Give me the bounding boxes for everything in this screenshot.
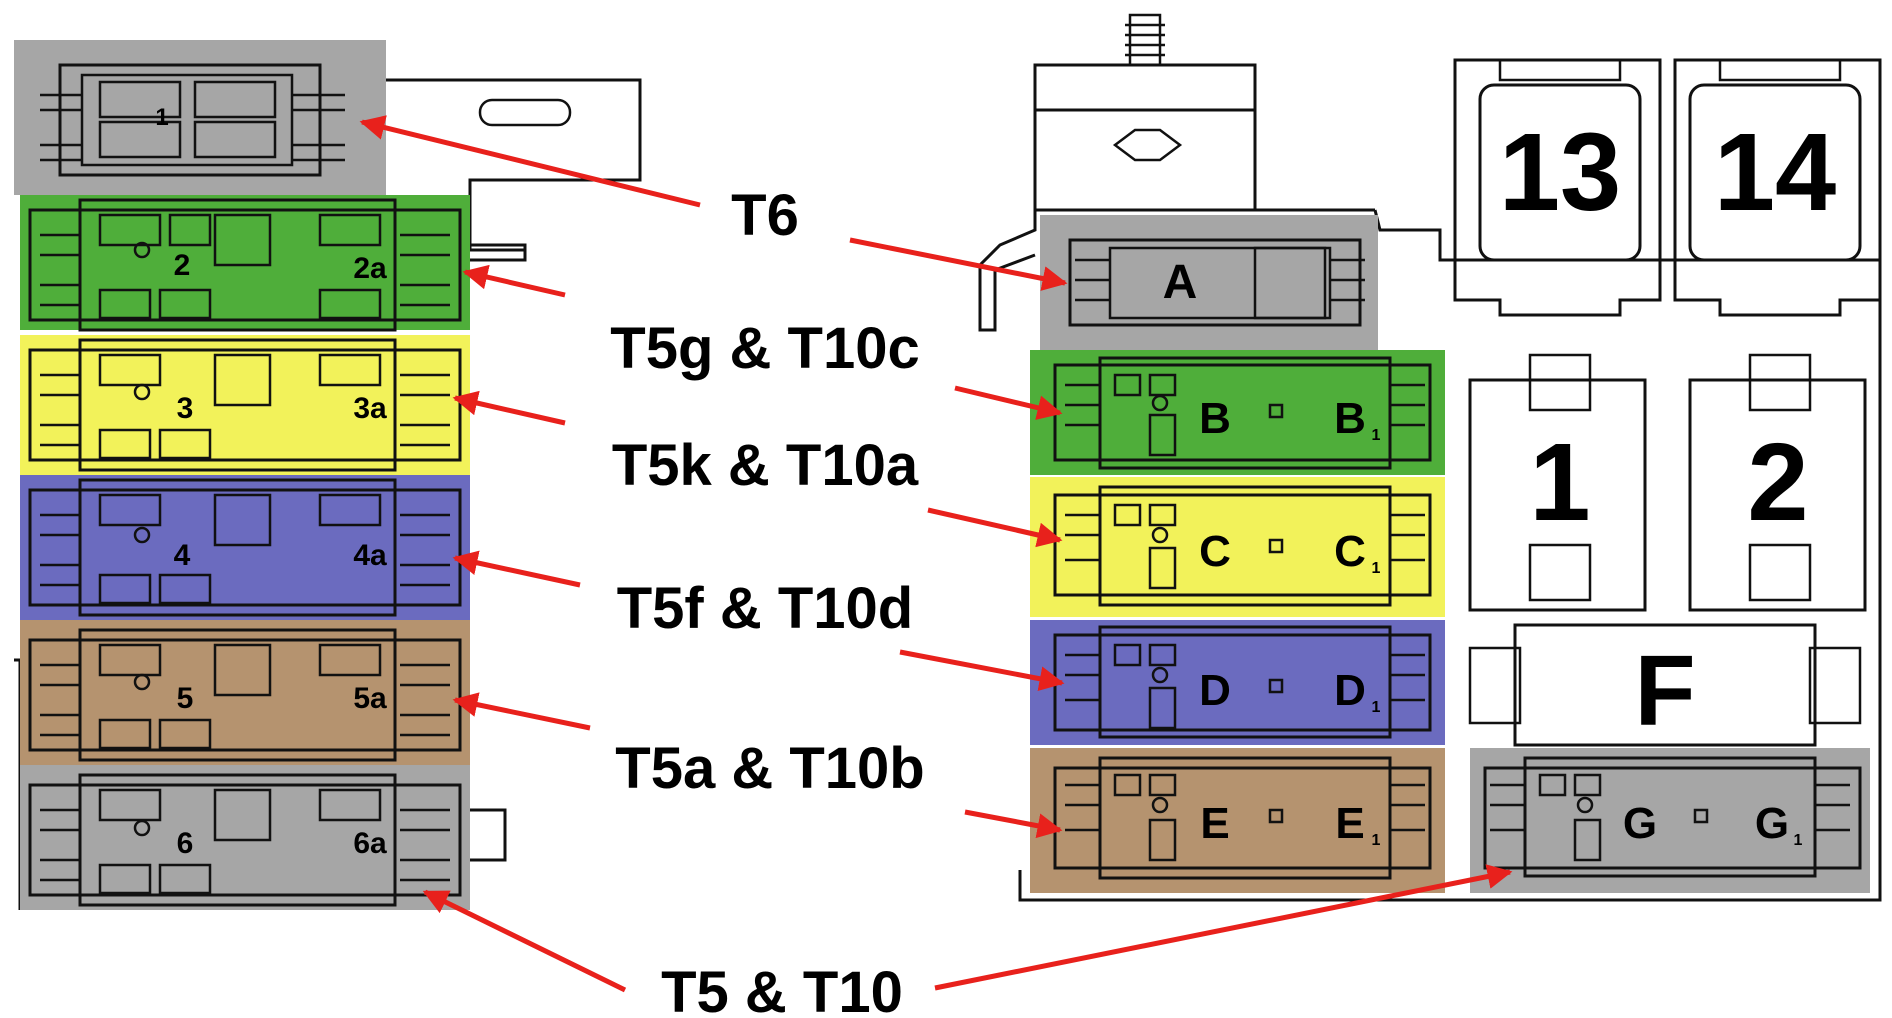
relay-1-label: 1	[1529, 421, 1590, 544]
relay-14-label: 14	[1714, 111, 1836, 234]
left-connector-5-label: 5	[177, 682, 194, 715]
arrow-t5f-t10d-left	[452, 550, 581, 588]
right-panel: 13 14 1 2 F	[978, 13, 1882, 902]
right-connector-g-label: G	[1623, 799, 1657, 848]
right-connector-c-sublabel: C	[1334, 527, 1366, 576]
left-connector-3-sublabel: 3a	[353, 392, 387, 425]
left-connector-5: 5 5a	[20, 620, 470, 765]
right-connector-d-subindex: 1	[1372, 699, 1381, 716]
right-connector-d-label: D	[1199, 666, 1231, 715]
arrow-t5k-t10a-right	[927, 507, 1063, 548]
right-connector-b-sublabel: B	[1334, 394, 1366, 443]
right-connector-b: B B 1	[1030, 350, 1445, 475]
relay-f: F	[1468, 623, 1862, 747]
relay-f-label: F	[1634, 635, 1695, 747]
label-t5g-t10c: T5g & T10c	[610, 316, 919, 381]
left-connector-2: 2 2a	[20, 195, 470, 332]
callout-labels: T6 T5g & T10c T5k & T10a T5f & T10d T5a …	[610, 183, 924, 1018]
left-connector-6-label: 6	[177, 827, 194, 860]
left-connector-4: 4 4a	[20, 475, 470, 620]
relay-2-label: 2	[1747, 421, 1808, 544]
arrow-t5g-t10c-right	[954, 385, 1063, 420]
label-t6: T6	[731, 183, 799, 248]
relay-14: 14	[1673, 58, 1882, 317]
right-connector-g-sublabel: G	[1755, 799, 1789, 848]
left-connector-6-sublabel: 6a	[353, 827, 387, 860]
right-connector-e-sublabel: E	[1335, 799, 1364, 848]
label-t5-t10: T5 & T10	[661, 960, 903, 1018]
right-connector-a-label: A	[1163, 256, 1198, 309]
right-connector-e-label: E	[1200, 799, 1229, 848]
right-connector-d: D D 1	[1030, 620, 1445, 745]
label-t5a-t10b: T5a & T10b	[615, 736, 924, 801]
label-t5f-t10d: T5f & T10d	[617, 576, 914, 641]
right-connector-c: C C 1	[1030, 477, 1445, 617]
right-connector-b-subindex: 1	[1372, 427, 1381, 444]
right-connector-g-subindex: 1	[1794, 832, 1803, 849]
relay-13-label: 13	[1499, 111, 1621, 234]
left-connector-3-label: 3	[177, 392, 194, 425]
right-connector-e-subindex: 1	[1372, 832, 1381, 849]
arrow-t5f-t10d-right	[899, 649, 1065, 692]
arrow-t5-t10-right	[934, 864, 1513, 991]
right-connector-d-sublabel: D	[1334, 666, 1366, 715]
right-connector-c-subindex: 1	[1372, 560, 1381, 577]
arrow-t6-right	[849, 237, 1068, 291]
left-connector-6: 6 6a	[20, 765, 470, 910]
arrow-t5a-t10b-right	[964, 809, 1063, 839]
left-connector-1: 1	[14, 40, 386, 195]
left-connector-2-sublabel: 2a	[353, 252, 387, 285]
left-connector-5-sublabel: 5a	[353, 682, 387, 715]
left-connector-3: 3 3a	[20, 335, 470, 475]
arrow-t5a-t10b-left	[452, 692, 591, 731]
arrow-t5-t10-left	[422, 889, 627, 993]
callout-arrows	[359, 115, 1513, 993]
left-connector-4-label: 4	[174, 539, 191, 572]
right-connector-e: E E 1	[1030, 748, 1445, 893]
arrow-t5g-t10c-left	[462, 264, 566, 298]
left-connector-2-label: 2	[174, 249, 191, 282]
right-connector-g: G G 1	[1470, 748, 1870, 893]
right-connector-a: A	[1040, 215, 1378, 350]
left-connector-4-sublabel: 4a	[353, 539, 387, 572]
relay-1: 1	[1468, 353, 1647, 612]
arrow-t5k-t10a-left	[452, 390, 566, 426]
label-t5k-t10a: T5k & T10a	[612, 433, 919, 498]
relay-13: 13	[1453, 58, 1662, 317]
arrow-t6-left	[359, 115, 701, 208]
relay-2: 2	[1688, 353, 1867, 612]
right-connector-b-label: B	[1199, 394, 1231, 443]
left-connector-1-label: 1	[155, 104, 168, 131]
left-connector-stack: 1 2 2a	[14, 40, 642, 910]
right-connector-c-label: C	[1199, 527, 1231, 576]
